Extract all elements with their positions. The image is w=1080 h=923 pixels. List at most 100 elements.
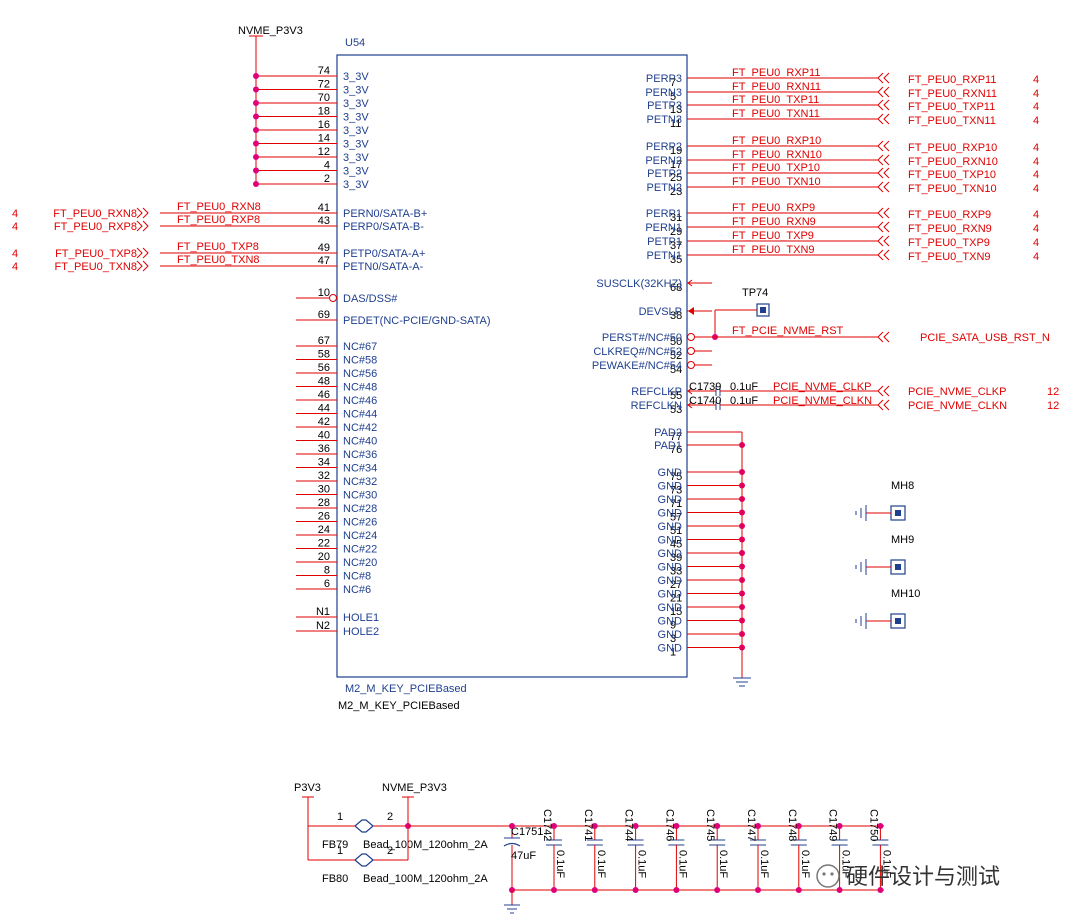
pin-number: 41 <box>318 202 330 214</box>
mounting-hole-center <box>895 618 901 624</box>
junction-dot <box>877 887 884 893</box>
port-chevron <box>877 113 884 125</box>
pin-number: 32 <box>318 470 330 482</box>
net-label: FT_PEU0_TXN10 <box>732 176 821 188</box>
port-chevron <box>142 220 149 232</box>
bead-pin1: 1 <box>337 845 343 857</box>
port-chevron <box>142 260 149 272</box>
pin-name: GND <box>658 643 683 655</box>
port-chevron <box>877 385 884 397</box>
port-chevron <box>877 399 884 411</box>
decap-value: 0.1uF <box>840 850 852 878</box>
junction-dot <box>673 887 680 893</box>
pin-name: NC#67 <box>343 341 377 353</box>
pin-name: PETP0/SATA-A+ <box>343 248 425 260</box>
pin-number: 16 <box>318 119 330 131</box>
reset-net-label: FT_PCIE_NVME_RST <box>732 325 844 337</box>
pin-name: NC#58 <box>343 355 377 367</box>
offpage-page: 4 <box>1033 115 1039 127</box>
pin-name: NC#28 <box>343 503 377 515</box>
pin-name: PAD2 <box>654 427 682 439</box>
pin-number: 75 <box>670 471 682 483</box>
port-chevron <box>877 181 884 193</box>
pin-name: PETN3 <box>647 114 682 126</box>
offpage-port: FT_PEU0_RXN10 <box>908 156 998 168</box>
pin-number: 28 <box>318 497 330 509</box>
pin-number: 3 <box>670 633 676 645</box>
pin-name: NC#24 <box>343 530 377 542</box>
pin-name: REFCLKP <box>631 386 682 398</box>
pin-name: 3_3V <box>343 112 369 124</box>
u54-value-bottom: M2_M_KEY_PCIEBased <box>338 700 460 712</box>
junction-dot <box>253 113 259 120</box>
pin-name: GND <box>658 589 683 601</box>
net-label: FT_PEU0_RXP11 <box>732 67 820 79</box>
offpage-page: 4 <box>1033 156 1039 168</box>
pin-number: 74 <box>318 65 330 77</box>
pin-number: 53 <box>670 404 682 416</box>
pin-name: PETP1 <box>647 236 682 248</box>
pin-name: NC#6 <box>343 584 371 596</box>
net-label: FT_PEU0_TXP8 <box>177 241 259 253</box>
pin-name: GND <box>658 467 683 479</box>
net-label: FT_PEU0_RXN11 <box>732 81 821 93</box>
pin-inversion-bubble <box>687 347 695 355</box>
pin-number: 38 <box>670 310 682 322</box>
u54-value-top: M2_M_KEY_PCIEBased <box>345 683 467 695</box>
pin-number: 21 <box>670 593 682 605</box>
port-chevron <box>877 331 884 343</box>
pin-name: PERST#/NC#50 <box>602 332 682 344</box>
junction-dot <box>795 823 802 829</box>
net-label: FT_PEU0_TXN11 <box>732 108 820 120</box>
bead-value: Bead_100M_120ohm_2A <box>363 839 488 851</box>
pin-number: 2 <box>324 173 330 185</box>
pin-name: NC#30 <box>343 490 377 502</box>
pin-name: 3_3V <box>343 179 369 191</box>
mounting-hole-label: MH9 <box>891 534 914 546</box>
pin-name: PEDET(NC-PCIE/GND-SATA) <box>343 315 491 327</box>
pin-number: 14 <box>318 133 330 145</box>
pin-name: PERN1 <box>645 222 682 234</box>
p3v3-label: P3V3 <box>294 782 321 794</box>
pin-number: 35 <box>670 254 682 266</box>
tp74-label: TP74 <box>742 287 768 299</box>
pin-number: 19 <box>670 145 682 157</box>
pin-number: 46 <box>318 389 330 401</box>
pin-name: NC#32 <box>343 476 377 488</box>
pin-name: 3_3V <box>343 166 369 178</box>
offpage-page: 4 <box>12 261 18 273</box>
bead-pin2: 2 <box>387 811 393 823</box>
port-chevron <box>877 235 884 247</box>
offpage-page: 4 <box>12 221 18 233</box>
junction-dot <box>253 100 259 106</box>
port-chevron <box>142 207 149 219</box>
pin-name: PETN1 <box>647 250 682 262</box>
bulk-cap-value: 47uF <box>511 850 536 862</box>
pin-name: PAD1 <box>654 440 682 452</box>
port-chevron <box>883 221 890 233</box>
nvme-power-label: NVME_P3V3 <box>238 25 303 37</box>
pin-name: NC#56 <box>343 368 377 380</box>
junction-dot <box>253 140 259 147</box>
junction-dot <box>632 823 639 829</box>
decap-ref: C1750 <box>867 809 879 841</box>
pin-clock-arrow <box>687 279 693 287</box>
u54-body <box>336 54 688 678</box>
pin-number: 12 <box>318 146 330 158</box>
pin-number: 55 <box>670 390 682 402</box>
wechat-icon-eye-right <box>830 872 834 876</box>
offpage-page: 4 <box>1033 209 1039 221</box>
decap-ref: C1749 <box>827 809 839 841</box>
pin-name: GND <box>658 494 683 506</box>
pin-number: 34 <box>318 457 330 469</box>
net-label: FT_PEU0_RXN8 <box>177 201 261 213</box>
net-label: FT_PEU0_TXN8 <box>177 254 260 266</box>
pin-number: 18 <box>318 106 330 118</box>
pin-name: GND <box>658 508 683 520</box>
junction-dot <box>836 887 843 893</box>
pin-number: 9 <box>670 620 676 632</box>
pin-name: PERP0/SATA-B- <box>343 221 424 233</box>
clk-page: 12 <box>1047 386 1059 398</box>
junction-dot <box>253 73 259 79</box>
